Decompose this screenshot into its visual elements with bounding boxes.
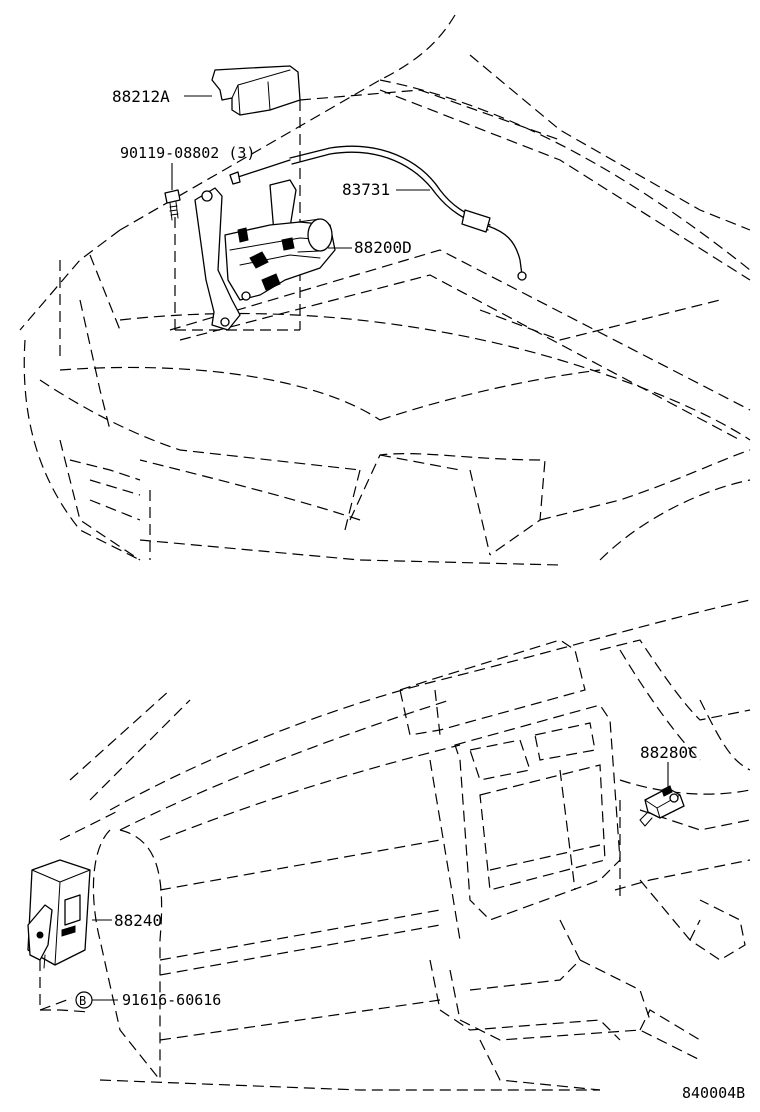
part-number-label: 88200D	[354, 238, 412, 257]
part-number-label: 88240	[114, 911, 162, 930]
part-number-label: 90119-08802 (3)	[120, 144, 255, 162]
bolt-icon	[164, 189, 181, 221]
cover-icon	[211, 65, 301, 116]
vehicle-front-outline	[19, 14, 751, 566]
actuator-icon	[194, 179, 336, 331]
dashboard-outline	[39, 599, 751, 1091]
part-number-label: 83731	[342, 180, 390, 199]
marker-label: B	[79, 994, 86, 1008]
leader-lines-bottom	[92, 762, 669, 1001]
leader-lines-top	[171, 95, 430, 249]
switch-icon	[639, 785, 685, 827]
marker-circle: B	[75, 991, 93, 1009]
part-number-label: 91616-60616	[122, 991, 221, 1009]
cable-icon	[229, 145, 527, 281]
computer-unit-icon	[27, 859, 91, 969]
figure-code: 840004B	[682, 1084, 745, 1102]
part-number-label: 88212A	[112, 87, 170, 106]
part-number-label: 88280C	[640, 743, 698, 762]
